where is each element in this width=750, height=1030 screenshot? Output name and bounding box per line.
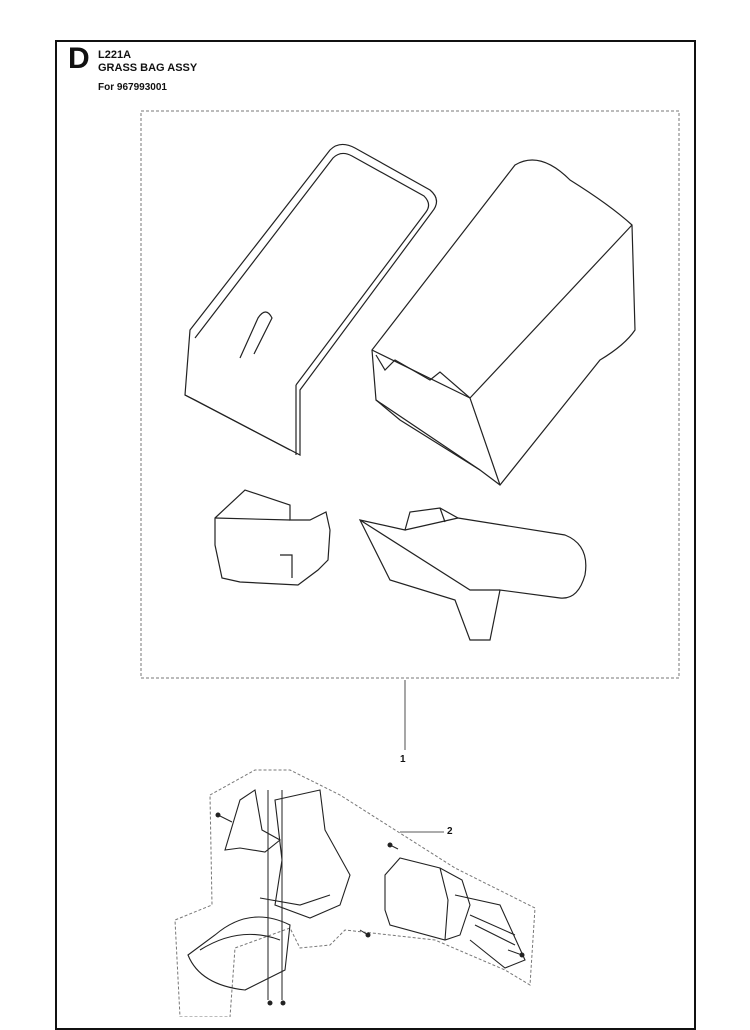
model-number: L221A bbox=[98, 49, 132, 61]
callout-2: 2 bbox=[447, 826, 453, 837]
group-box-upper bbox=[140, 110, 680, 679]
assembly-title: GRASS BAG ASSY bbox=[98, 62, 198, 74]
group-box-lower bbox=[174, 769, 536, 1017]
screws bbox=[215, 790, 525, 1006]
rear-deflector-part bbox=[214, 489, 331, 586]
lower-deflector-part bbox=[187, 789, 351, 991]
chute-part bbox=[358, 507, 587, 641]
lower-box-part bbox=[384, 857, 526, 969]
grass-bag-part bbox=[371, 159, 636, 486]
bag-frame-part bbox=[184, 143, 438, 456]
for-part-number: For 967993001 bbox=[98, 82, 167, 93]
callout-1: 1 bbox=[400, 754, 406, 765]
section-letter: D bbox=[68, 42, 90, 75]
